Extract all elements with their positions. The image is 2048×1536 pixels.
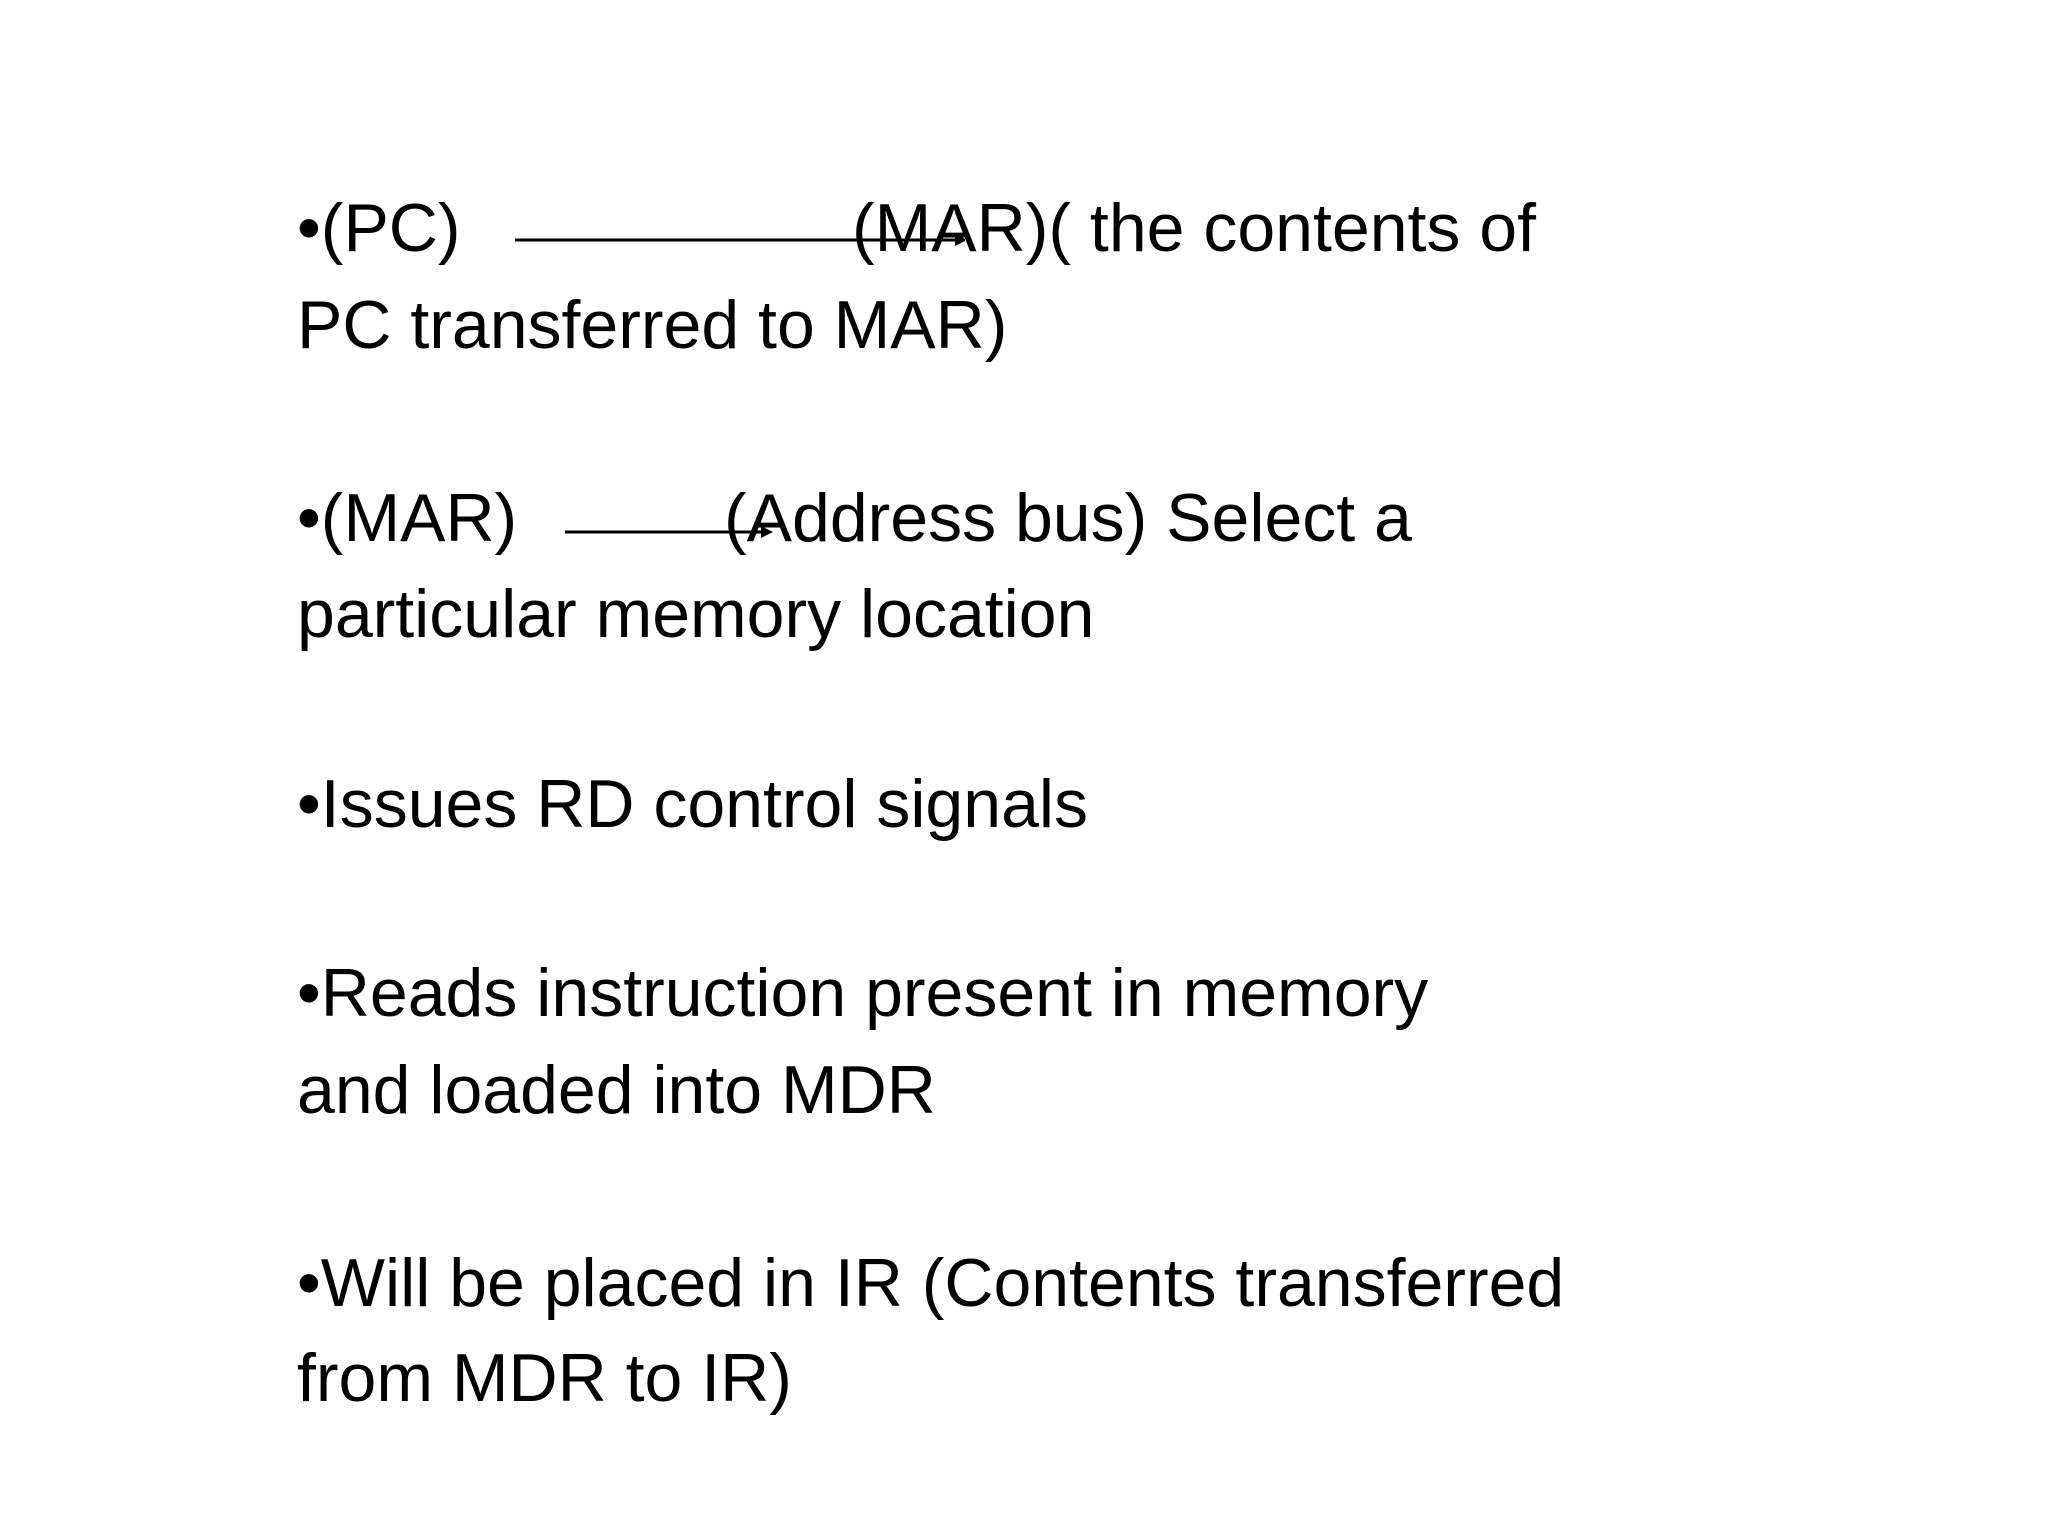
bullet-3: •Issues RD control signals [297, 766, 1088, 842]
bullet-1-target: (MAR)( the contents of [852, 190, 1537, 266]
arrow-right-icon [515, 226, 965, 256]
bullet-5-continuation: from MDR to IR) [297, 1340, 792, 1416]
bullet-1-continuation: PC transferred to MAR) [297, 287, 1008, 363]
bullet-1-source: •(PC) [297, 190, 461, 266]
bullet-2-target: (Address bus) Select a [724, 480, 1412, 556]
bullet-2-continuation: particular memory location [297, 576, 1095, 652]
bullet-4: •Reads instruction present in memory [297, 955, 1429, 1031]
arrow-right-icon [565, 518, 775, 548]
bullet-5: •Will be placed in IR (Contents transfer… [297, 1245, 1565, 1321]
bullet-2-source: •(MAR) [297, 480, 518, 556]
bullet-4-continuation: and loaded into MDR [297, 1052, 936, 1128]
